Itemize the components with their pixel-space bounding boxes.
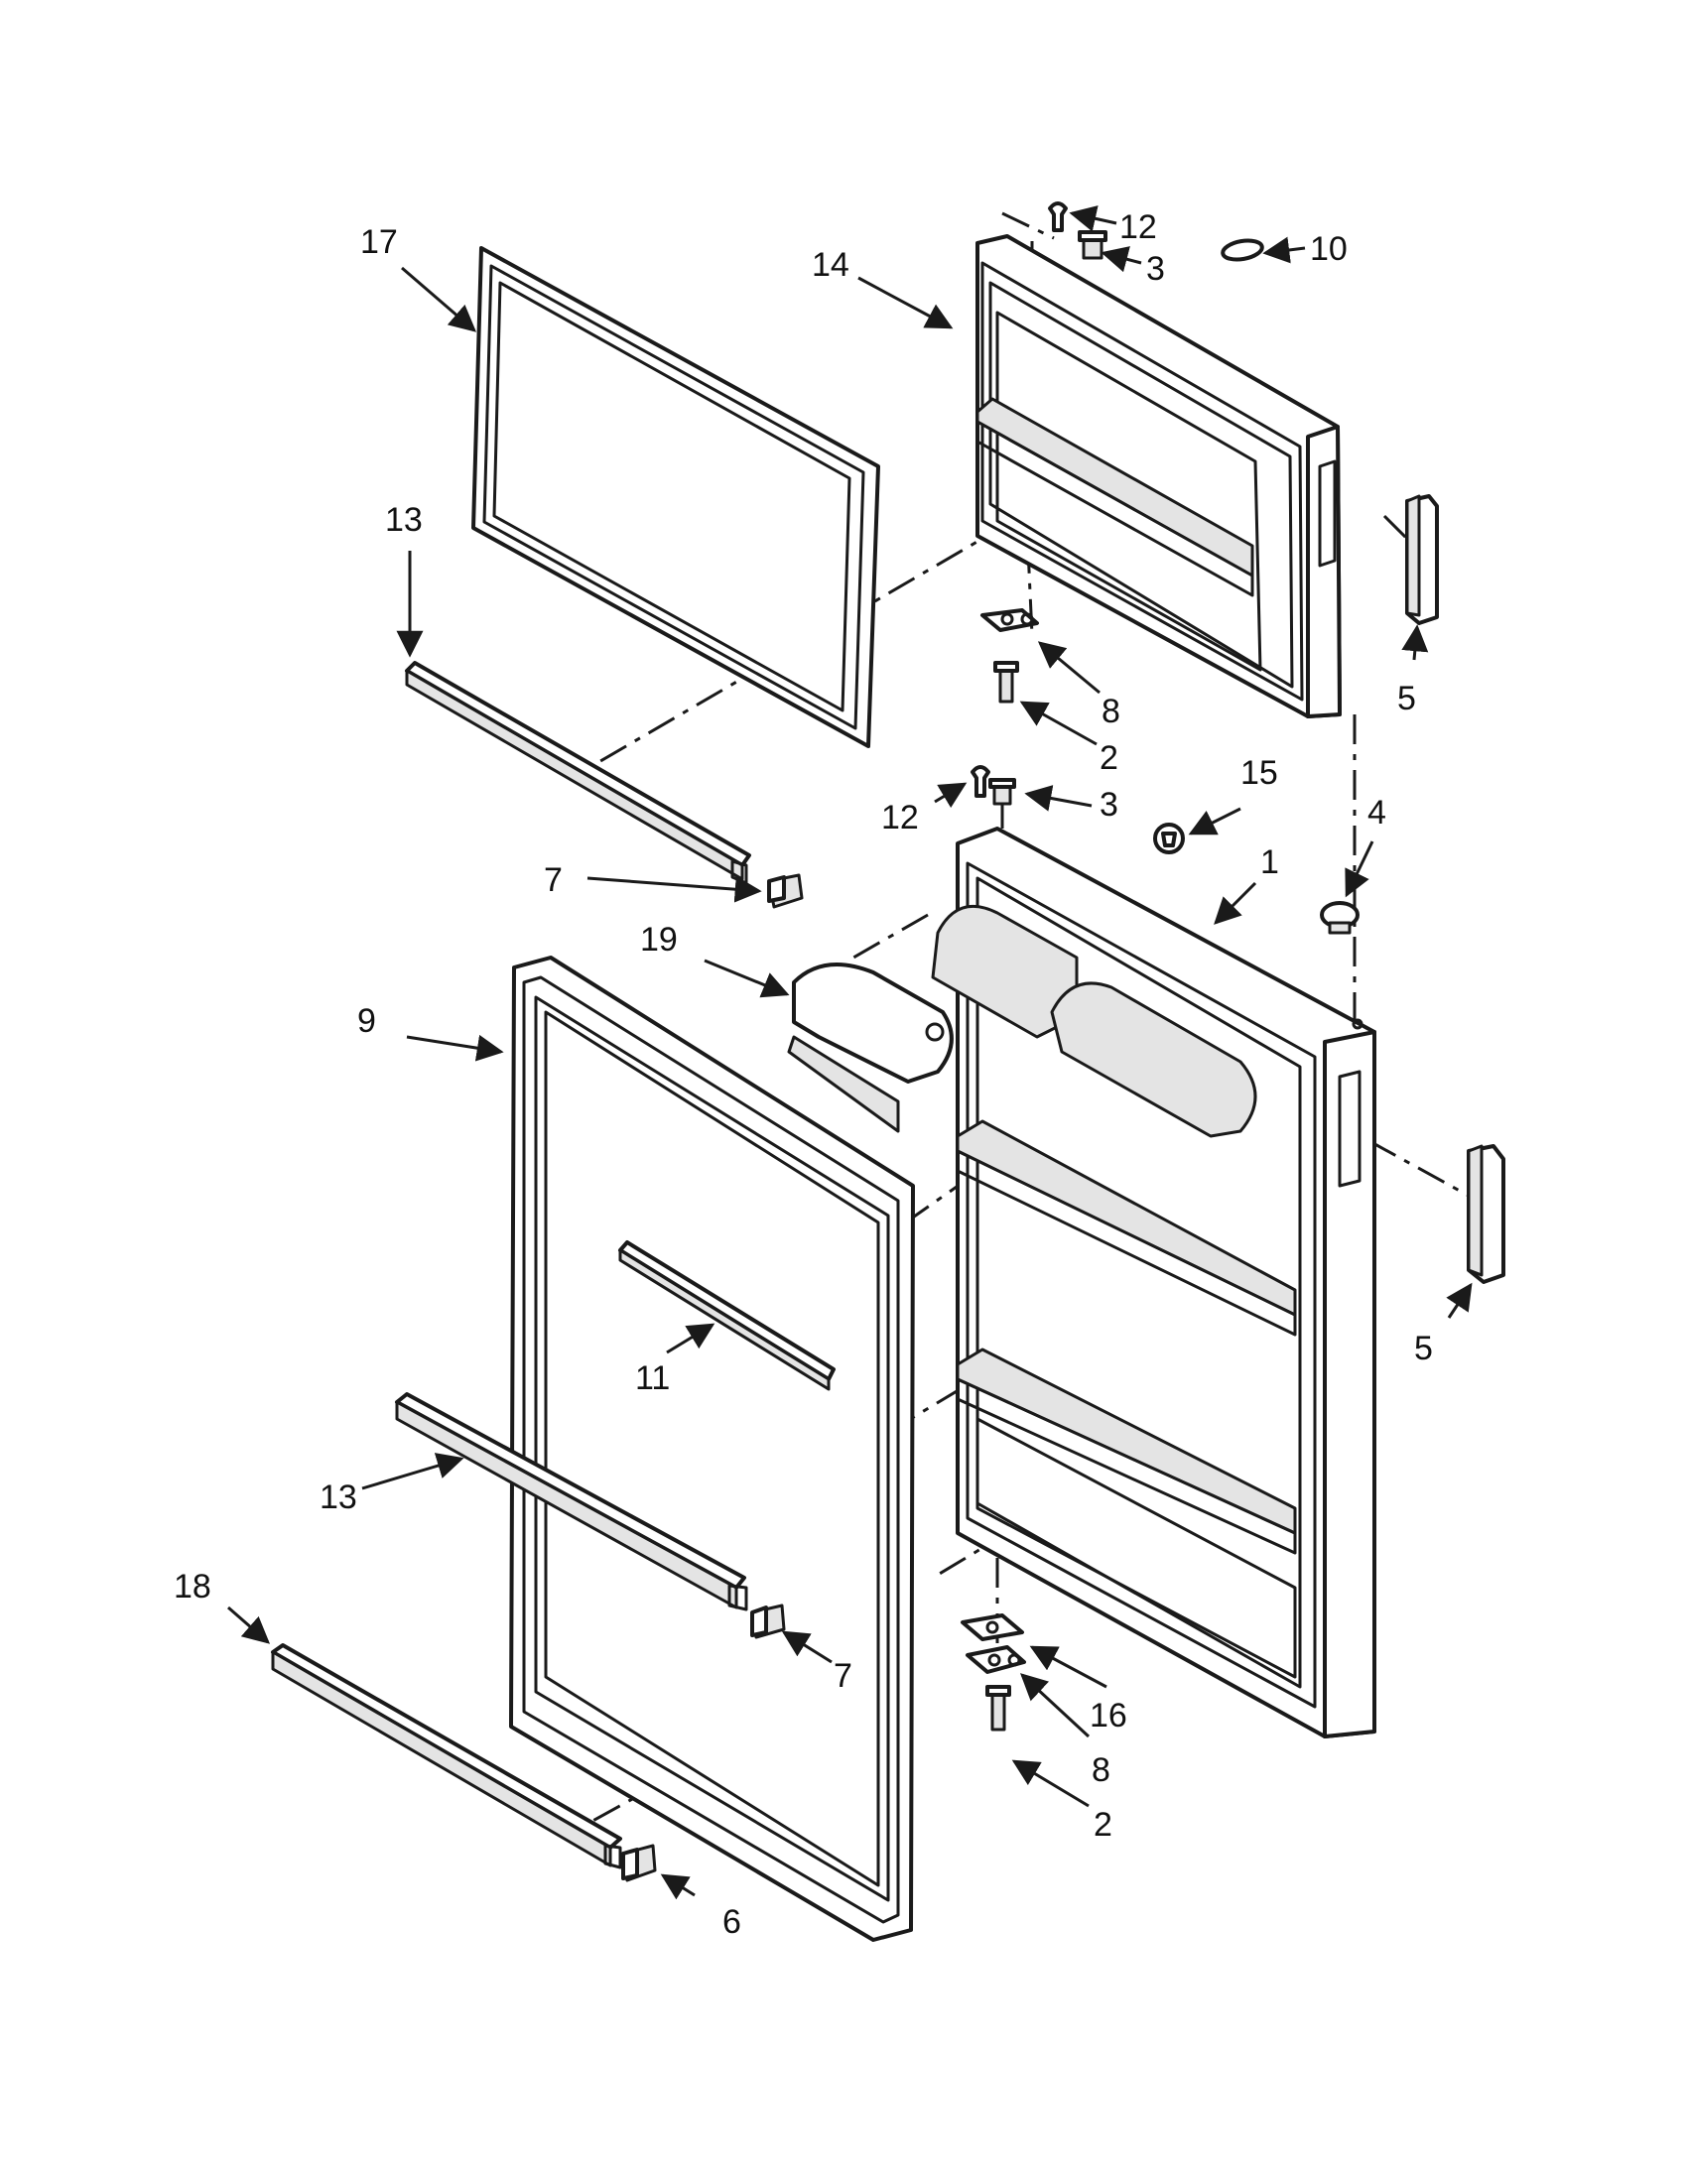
callout-8-bottom: 8 (1092, 1751, 1110, 1789)
hinge-16 (961, 1613, 1024, 1641)
refrigerator-retainer-strip (395, 1392, 748, 1611)
refrigerator-door (931, 827, 1376, 1738)
mid-fasteners (971, 765, 1360, 935)
hinge-8-bottom (966, 1645, 1026, 1674)
plug-10 (1221, 238, 1264, 262)
callout-7-top: 7 (544, 861, 563, 899)
callout-10: 10 (1310, 230, 1348, 268)
freezer-hinge-and-screw (980, 608, 1039, 704)
callout-19: 19 (640, 921, 678, 959)
callout-11: 11 (635, 1359, 670, 1397)
freezer-door-retainer-strip (405, 661, 751, 885)
callout-4: 4 (1367, 794, 1386, 832)
callout-5-mid: 5 (1414, 1330, 1433, 1367)
bottom-trim-strip (271, 1643, 622, 1869)
callout-13-top: 13 (385, 501, 423, 539)
dairy-door-cover (787, 963, 954, 1133)
freezer-handle (1405, 494, 1439, 625)
callout-7-bottom: 7 (834, 1657, 852, 1695)
callout-16: 16 (1090, 1697, 1127, 1734)
refrigerator-handle (1467, 1144, 1505, 1284)
trim-end-cap (621, 1844, 657, 1882)
freezer-door (975, 234, 1342, 718)
freezer-door-gasket (471, 246, 880, 748)
callout-2-top: 2 (1100, 739, 1118, 777)
callout-12-top: 12 (1119, 208, 1157, 246)
screw-12-top (1048, 201, 1068, 232)
callout-5-top: 5 (1397, 680, 1416, 717)
bottom-hinge-assembly (961, 1613, 1026, 1732)
callout-1: 1 (1260, 843, 1279, 881)
callout-2-bottom: 2 (1094, 1806, 1112, 1844)
callout-3-top: 3 (1146, 250, 1165, 288)
callout-18: 18 (174, 1568, 211, 1606)
callout-15: 15 (1240, 754, 1278, 792)
refrigerator-door-gasket (509, 956, 915, 1942)
top-fasteners (1048, 201, 1264, 262)
callout-12-mid: 12 (881, 799, 919, 836)
retainer-clip-upper (767, 873, 804, 909)
callout-13-bottom: 13 (320, 1478, 357, 1516)
screw-12-mid (971, 765, 990, 798)
callout-9: 9 (357, 1002, 376, 1040)
callout-labels: 17 14 12 3 10 13 5 8 2 12 3 15 4 1 7 19 … (174, 208, 1433, 1941)
callout-leaders (227, 205, 1473, 1900)
screw-2-bottom (990, 1690, 1006, 1732)
callout-6: 6 (722, 1903, 741, 1941)
screw-3-top-head (1078, 230, 1107, 242)
callout-14: 14 (812, 246, 849, 284)
retainer-clip-lower (750, 1604, 786, 1639)
callout-17: 17 (360, 223, 398, 261)
callout-3-mid: 3 (1100, 786, 1118, 824)
callout-8-top: 8 (1102, 693, 1120, 730)
door-trim-strip (618, 1240, 836, 1391)
